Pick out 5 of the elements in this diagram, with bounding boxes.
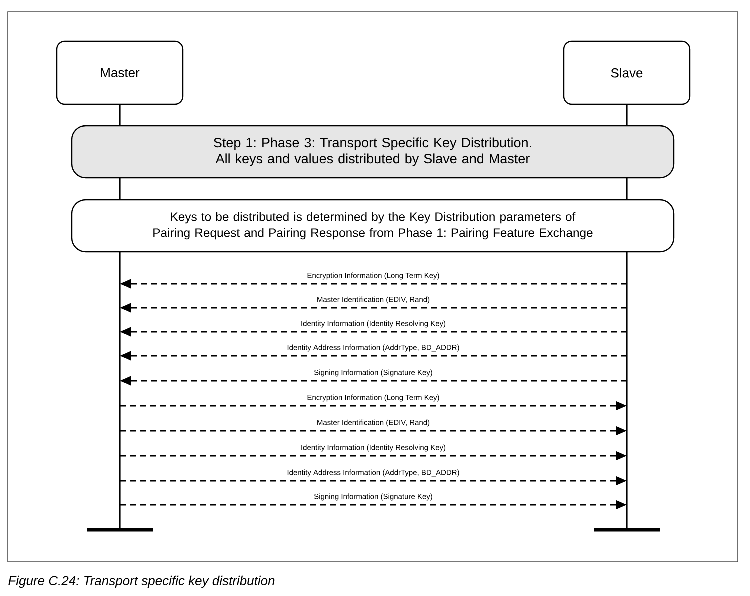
participant-box: Slave bbox=[563, 40, 691, 106]
phase-box: Step 1: Phase 3: Transport Specific Key Distribution. All keys and values distributed by Slave and Master bbox=[71, 125, 675, 179]
participant-box: Master bbox=[56, 40, 184, 106]
note-box: Keys to be distributed is determined by the Key Distribution parameters of Pairing Request and Pairing Response from Phase 1: Pairing Feature Exchange bbox=[71, 199, 675, 253]
figure-caption: Figure C.24: Transport specific key distribution bbox=[8, 576, 275, 588]
